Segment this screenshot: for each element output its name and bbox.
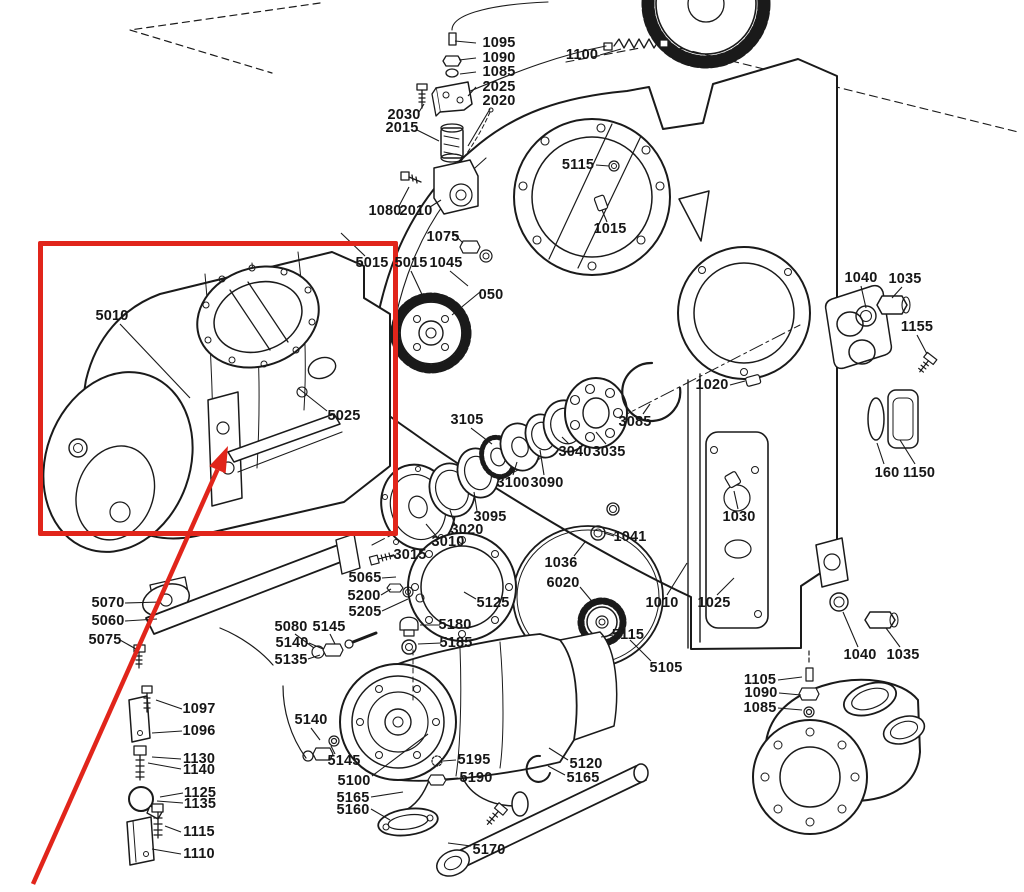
- leader-lines: [119, 40, 928, 855]
- highlight-box: [38, 241, 398, 536]
- air-end-assembly-drawing: [339, 616, 649, 877]
- inlet-flange-drawing: [386, 532, 517, 642]
- hose-fittings-drawing: [219, 627, 378, 762]
- valve-assembly-drawing: [400, 1, 762, 387]
- dashed-guide: [129, 2, 321, 74]
- compressor-unit-drawing: [42, 251, 391, 553]
- side-plate-drawing: [815, 389, 919, 629]
- highlight-arrow: [30, 446, 228, 885]
- gasket-plate-drawing: [705, 431, 769, 629]
- drive-gear-drawing: [565, 0, 1019, 133]
- plug-fittings-drawing: [855, 295, 938, 373]
- bearing-stack-drawing: [368, 324, 801, 566]
- spring-part-drawing: [603, 38, 669, 51]
- pipe-fittings-drawing: [798, 647, 820, 718]
- bracket-parts-drawing: [126, 685, 164, 866]
- discharge-pipe-drawing: [752, 678, 926, 835]
